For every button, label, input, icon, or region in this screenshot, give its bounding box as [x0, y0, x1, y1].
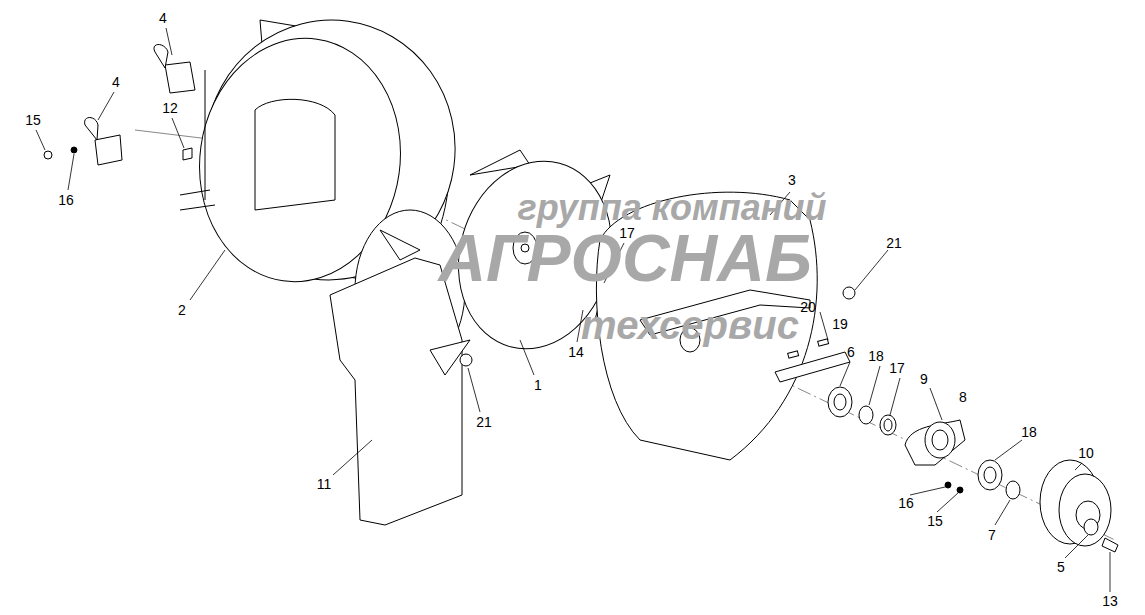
callout-number: 5 [1057, 560, 1065, 574]
callout-number: 6 [847, 345, 855, 359]
callout-number: 20 [800, 300, 816, 314]
callout-number: 7 [988, 528, 996, 542]
callout-number: 14 [568, 345, 584, 359]
callout-number: 17 [889, 361, 905, 375]
callout-number: 4 [159, 11, 167, 25]
callout-number: 11 [317, 477, 332, 491]
watermark: группа компаний [518, 190, 827, 226]
callout-number: 3 [788, 173, 796, 187]
callout-number: 16 [58, 193, 74, 207]
callout-number: 16 [898, 496, 914, 510]
callout-number: 2 [178, 303, 186, 317]
callout-number: 15 [927, 514, 943, 528]
callout-number: 18 [868, 349, 884, 363]
callout-number: 9 [920, 372, 928, 386]
callout-number: 12 [162, 101, 178, 115]
callout-number: 15 [25, 113, 41, 127]
callout-number: 19 [832, 317, 848, 331]
callout-number: 10 [1078, 446, 1094, 460]
callout-number: 21 [886, 236, 902, 250]
callout-number: 18 [1021, 425, 1037, 439]
watermark: техсервис [581, 305, 799, 345]
callout-number: 13 [1102, 594, 1118, 608]
callout-number: 4 [112, 75, 120, 89]
watermark: АГРОСНАБ [438, 225, 811, 291]
callout-number: 8 [959, 390, 967, 404]
callout-number: 1 [534, 378, 542, 392]
callout-number: 21 [476, 415, 492, 429]
